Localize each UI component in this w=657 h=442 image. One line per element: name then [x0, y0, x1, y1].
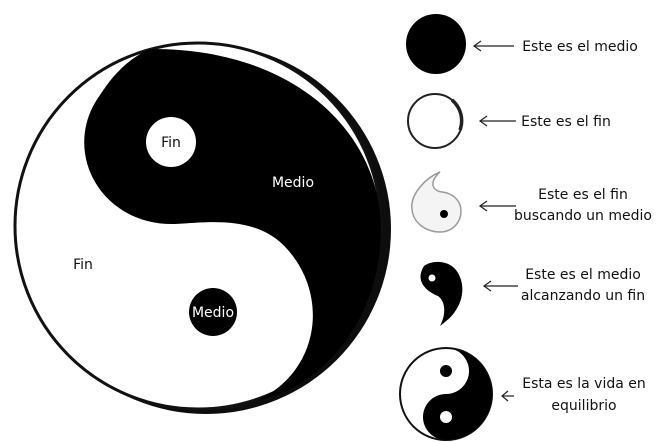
legend-text-5-line-1: Esta es la vida en	[522, 376, 646, 392]
legend-text-4-line-2: alcanzando un fin	[521, 288, 645, 304]
legend-text-4-line-1: Este es el medio	[525, 267, 641, 283]
legend-text-3-line-1: Este es el fin	[538, 187, 628, 203]
yin-yang-icon	[399, 347, 493, 441]
black-teardrop-icon	[420, 261, 463, 326]
big-label-fin-region: Fin	[73, 257, 93, 273]
legend-row-2: Este es el fin	[407, 93, 611, 149]
legend-text-2-line-1: Este es el fin	[521, 114, 611, 130]
big-label-medio-region: Medio	[272, 175, 314, 191]
legend-row-5: Esta es la vida en equilibrio	[399, 347, 646, 441]
arrow-left-icon	[478, 115, 516, 127]
big-symbol-medio-dot	[189, 288, 237, 336]
legend-row-3: Este es el fin buscando un medio	[411, 171, 652, 233]
white-teardrop-icon	[411, 171, 462, 233]
big-yin-yang: Fin Medio Fin Medio	[13, 41, 391, 414]
arrow-left-icon	[501, 390, 514, 402]
legend-text-3-line-2: buscando un medio	[514, 208, 652, 224]
arrow-left-icon	[472, 40, 514, 52]
big-symbol-fin-dot	[146, 117, 196, 167]
legend-text-5-line-2: equilibrio	[551, 398, 616, 414]
black-circle-icon	[406, 14, 466, 74]
arrow-left-icon	[478, 200, 516, 212]
big-label-fin-dot: Fin	[161, 135, 181, 151]
legend-text-1-line-1: Este es el medio	[522, 39, 638, 55]
big-label-medio-dot: Medio	[192, 305, 234, 321]
legend-row-4: Este es el medio alcanzando un fin	[420, 261, 645, 326]
arrow-left-icon	[482, 280, 518, 292]
legend-row-1: Este es el medio	[406, 14, 638, 74]
